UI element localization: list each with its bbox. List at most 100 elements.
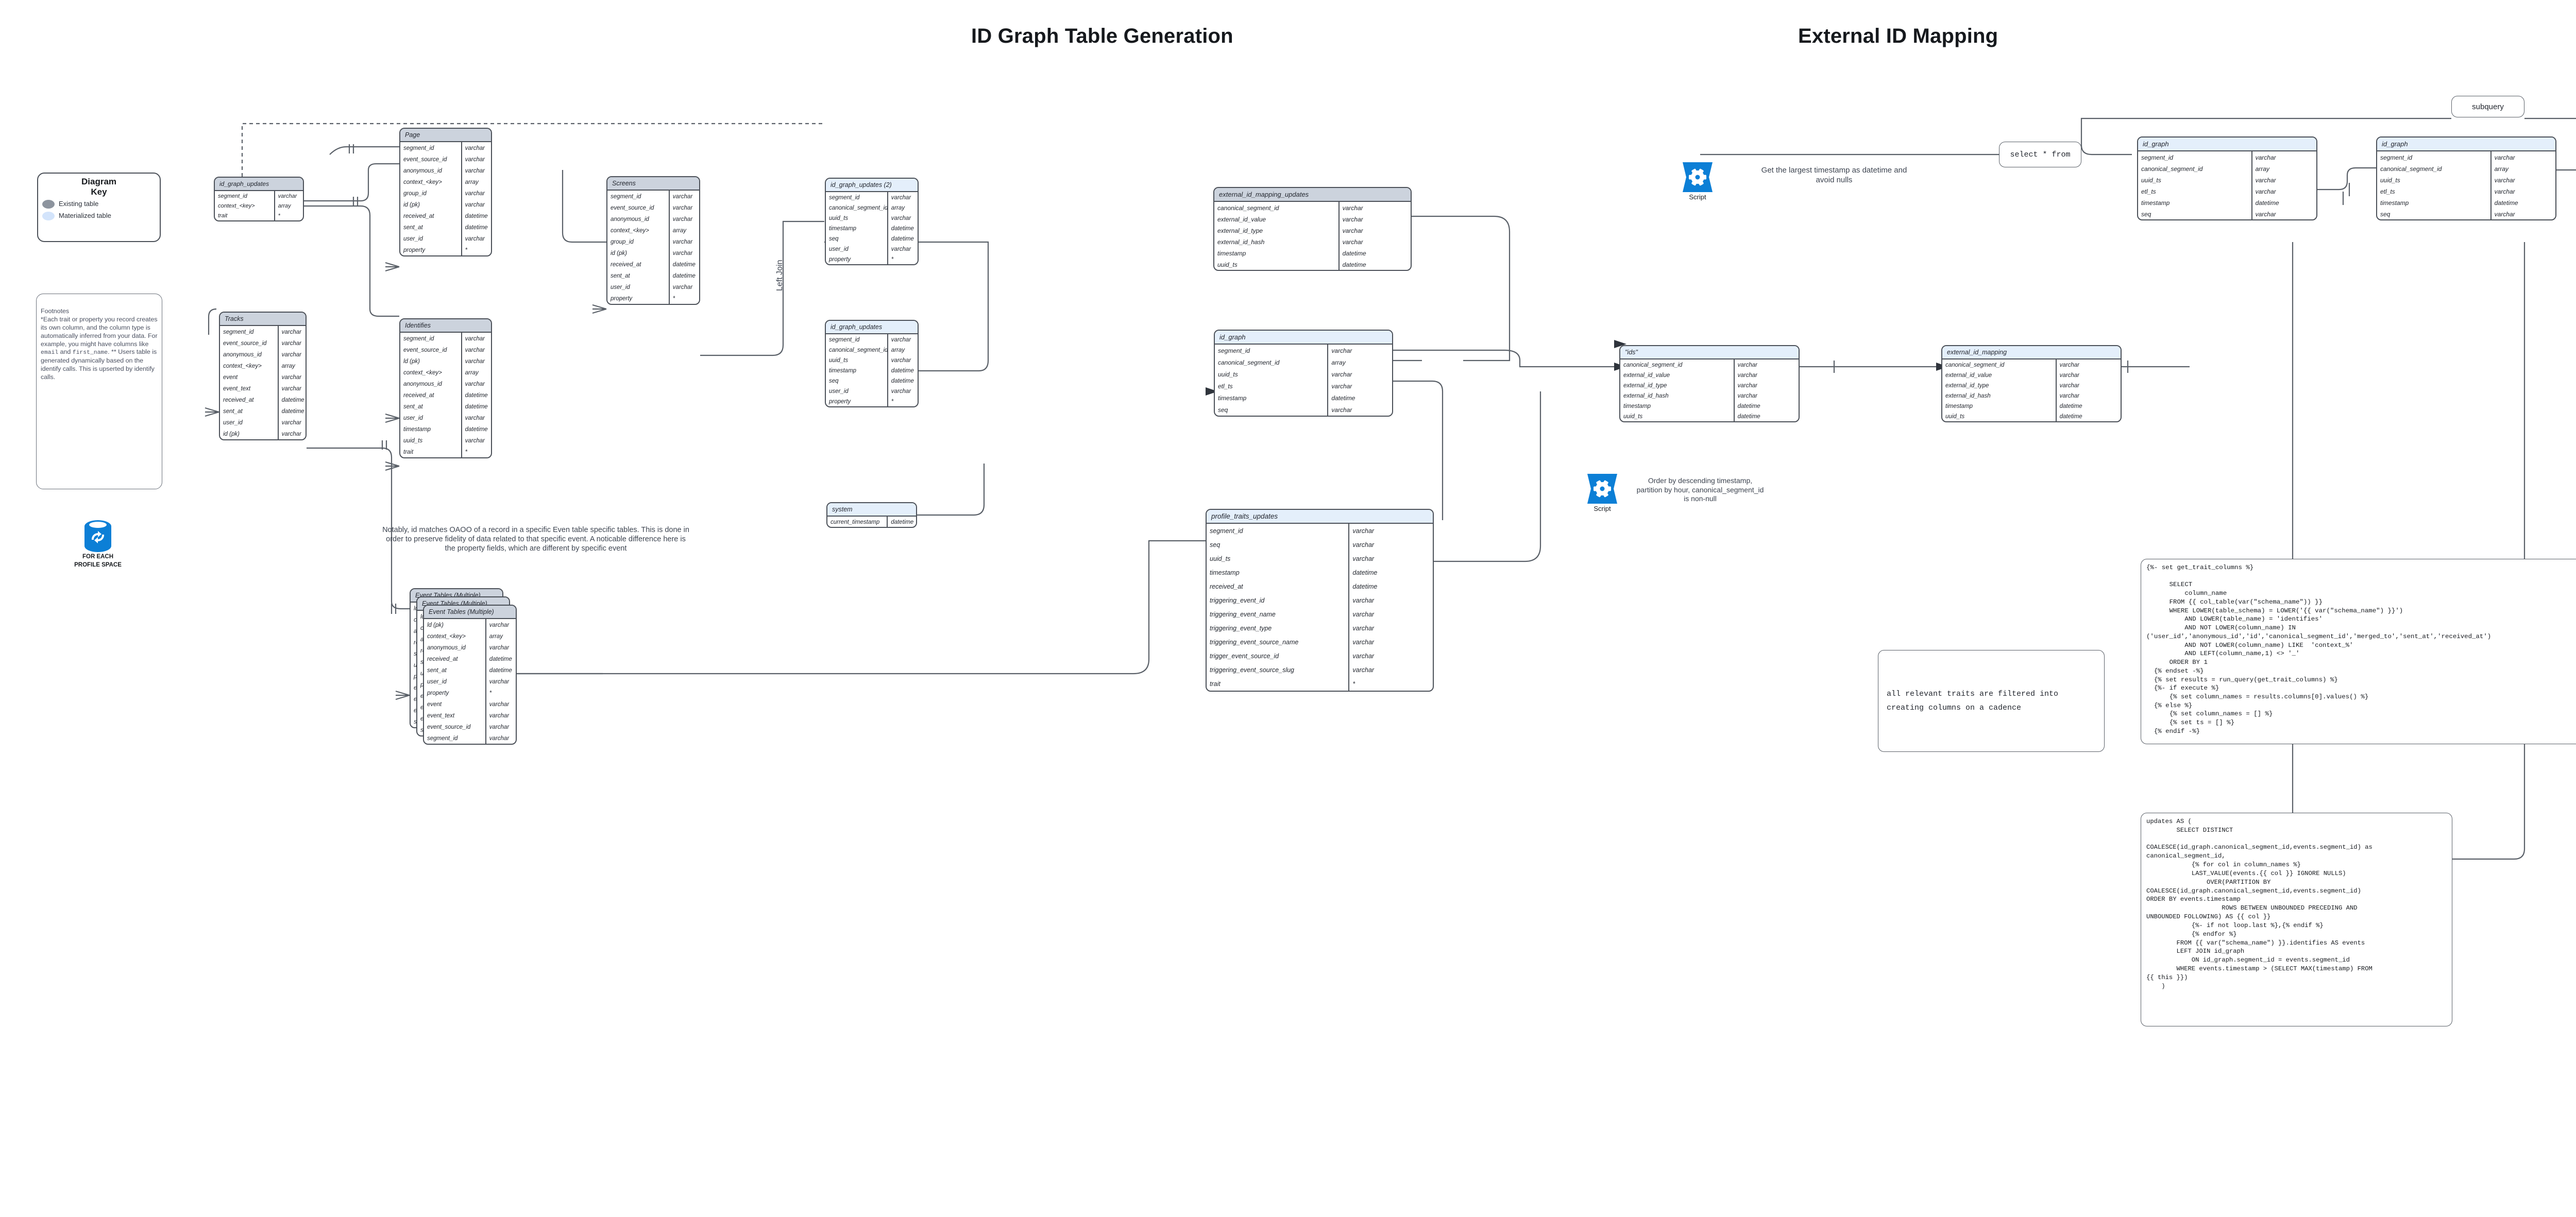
column-name: id (pk) xyxy=(220,428,279,439)
column-type: datetime xyxy=(672,262,696,268)
column-name: triggering_event_id xyxy=(1207,593,1350,607)
column-name: canonical_segment_id xyxy=(1942,359,2057,370)
column-name: group_id xyxy=(607,236,670,247)
column-type: varchar xyxy=(1352,527,1375,535)
column-type: datetime xyxy=(465,426,488,433)
column-type: varchar xyxy=(891,357,911,364)
page-title-external-id-mapping: External ID Mapping xyxy=(1798,25,1998,47)
column-type: datetime xyxy=(1737,414,1760,420)
column-type: array xyxy=(465,179,479,185)
er-table-title: Event Tables (Multiple) xyxy=(424,606,516,619)
column-type: varchar xyxy=(1331,347,1352,354)
er-table-title: id_graph_updates xyxy=(215,178,303,191)
column-name: seq xyxy=(826,375,888,386)
column-type: varchar xyxy=(1331,406,1352,414)
column-name: etl_ts xyxy=(2377,185,2492,197)
column-type: varchar xyxy=(2494,188,2515,195)
column-type: array xyxy=(891,205,905,211)
er-table-title: profile_traits_updates xyxy=(1207,510,1433,524)
column-name: uuid_ts xyxy=(1620,411,1735,421)
column-type: varchar xyxy=(672,239,693,245)
column-name: context_<key> xyxy=(400,176,462,187)
column-type: array xyxy=(672,228,686,234)
column-type: varchar xyxy=(1342,204,1363,212)
column-type: array xyxy=(281,363,295,369)
column-name: current_timestamp xyxy=(827,517,888,527)
column-type: varchar xyxy=(1331,383,1352,390)
column-name: sent_at xyxy=(220,405,279,417)
column-type: varchar xyxy=(1352,639,1375,646)
column-type: * xyxy=(465,247,468,253)
table-row: id (pk)varchar xyxy=(400,199,491,210)
database-cylinder-icon xyxy=(84,520,111,552)
column-name: context_<key> xyxy=(220,360,279,371)
column-type: varchar xyxy=(891,215,911,221)
er-table-title: "ids" xyxy=(1620,346,1799,359)
column-name: segment_id xyxy=(2377,151,2492,163)
column-type: array xyxy=(2494,165,2509,173)
column-name: property xyxy=(400,244,462,255)
column-type: varchar xyxy=(1352,611,1375,618)
column-type: array xyxy=(489,633,503,640)
column-type: * xyxy=(891,399,894,405)
column-name: event_source_id xyxy=(607,202,670,213)
er-table-title: external_id_mapping_updates xyxy=(1214,188,1411,202)
column-type: varchar xyxy=(465,415,485,421)
table-row: context_<key>array xyxy=(400,367,491,378)
table-row: context_<key>array xyxy=(400,176,491,187)
column-type: datetime xyxy=(465,225,488,231)
column-name: uuid_ts xyxy=(1214,259,1340,270)
column-name: trait xyxy=(400,446,462,457)
column-type: datetime xyxy=(2059,403,2082,409)
column-name: timestamp xyxy=(1942,401,2057,411)
column-type: datetime xyxy=(2255,199,2279,207)
column-type: * xyxy=(489,690,492,696)
column-name: anonymous_id xyxy=(220,349,279,360)
column-type: varchar xyxy=(281,374,301,381)
column-name: property xyxy=(826,254,888,264)
column-type: varchar xyxy=(465,191,485,197)
column-name: property xyxy=(424,687,486,698)
column-name: context_<key> xyxy=(400,367,462,378)
column-type: varchar xyxy=(281,420,301,426)
column-type: varchar xyxy=(1352,555,1375,562)
column-name: canonical_segment_id xyxy=(1620,359,1735,370)
column-name: canonical_segment_id xyxy=(2377,163,2492,174)
